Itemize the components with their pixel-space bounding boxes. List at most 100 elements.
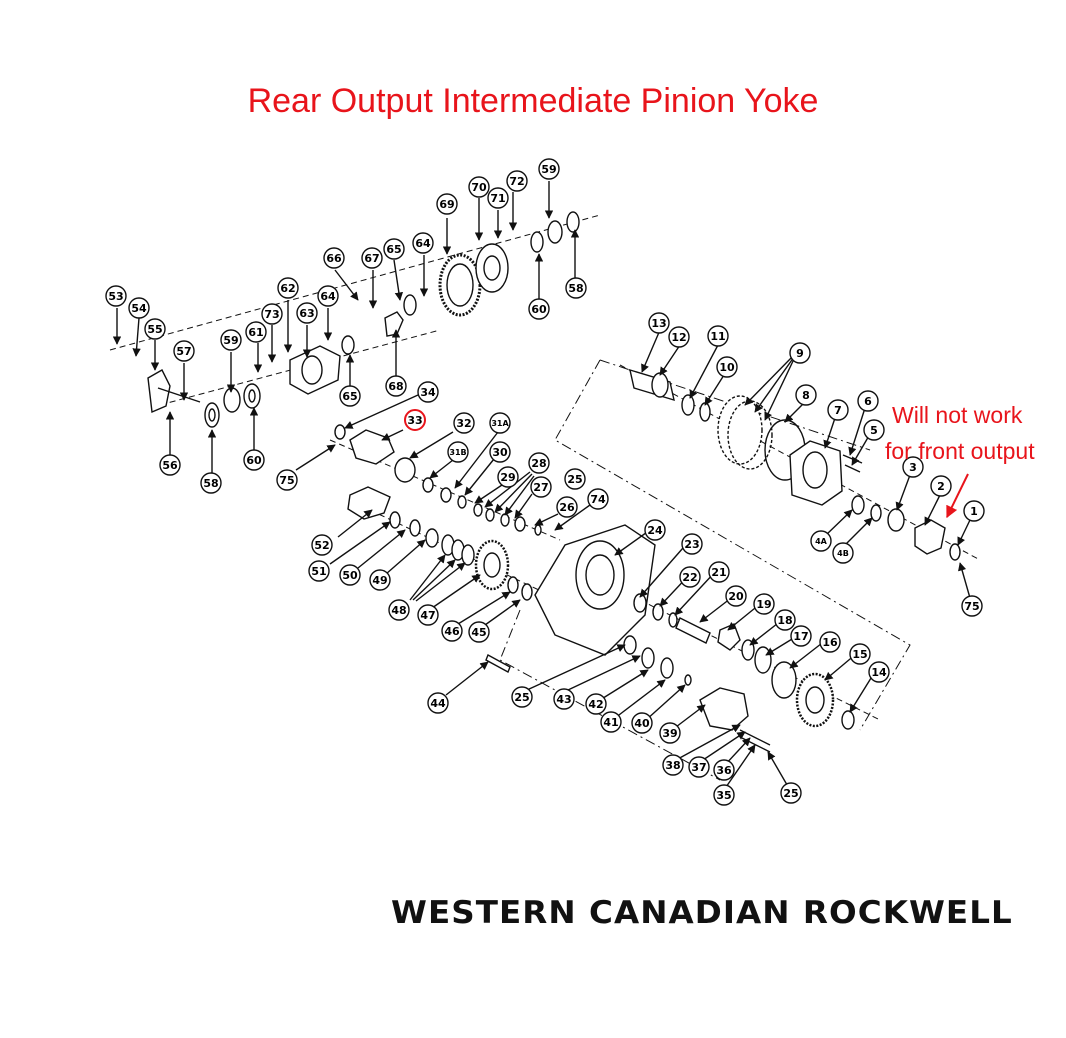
svg-text:18: 18 (777, 614, 792, 627)
callout-27: 27 (530, 476, 552, 498)
svg-text:27: 27 (533, 481, 548, 494)
part-bearing-46-45 (507, 576, 533, 601)
part-washers-31-26 (422, 477, 542, 536)
callout-6: 6 (857, 390, 879, 412)
page-title: Rear Output Intermediate Pinion Yoke (247, 82, 819, 120)
svg-text:61: 61 (248, 326, 263, 339)
svg-text:5: 5 (870, 424, 878, 437)
svg-text:60: 60 (246, 454, 262, 467)
svg-text:44: 44 (430, 697, 446, 710)
callout-12: 12 (668, 326, 690, 348)
part-gear-16 (771, 661, 797, 699)
callout-64b: 64 (412, 232, 434, 254)
callout-31a: 31A (489, 412, 511, 434)
svg-text:54: 54 (131, 302, 147, 315)
svg-text:28: 28 (531, 457, 546, 470)
part-bearing-60b (530, 231, 544, 253)
svg-text:75: 75 (964, 600, 979, 613)
callout-58b: 58 (565, 277, 587, 299)
leader-lines (112, 181, 971, 791)
svg-text:53: 53 (108, 290, 123, 303)
callout-60: 60 (243, 449, 265, 471)
part-gear-15 (795, 672, 835, 728)
part-seal-58b (566, 211, 580, 233)
part-bearing-11 (681, 394, 695, 416)
svg-text:73: 73 (264, 308, 279, 321)
part-housing-24 (534, 524, 656, 656)
part-parts-23-20 (633, 593, 711, 644)
part-rings-43-40 (623, 635, 692, 686)
part-dowel-44 (485, 654, 511, 673)
svg-text:19: 19 (756, 598, 771, 611)
callout-26: 26 (556, 496, 578, 518)
part-plates-9 (717, 395, 773, 470)
callout-64: 64 (317, 285, 339, 307)
annotation-note-line1: Will not work (892, 402, 1023, 428)
part-gear-47 (474, 539, 510, 591)
callout-1: 1 (963, 500, 985, 522)
svg-text:24: 24 (647, 524, 663, 537)
svg-text:47: 47 (420, 609, 435, 622)
callout-20: 20 (725, 585, 747, 607)
svg-text:43: 43 (556, 693, 571, 706)
svg-text:15: 15 (852, 648, 867, 661)
svg-text:69: 69 (439, 198, 454, 211)
svg-text:41: 41 (603, 716, 618, 729)
callout-22: 22 (679, 566, 701, 588)
callout-42: 42 (585, 693, 607, 715)
callout-13: 13 (648, 312, 670, 334)
part-cover-7 (789, 440, 843, 506)
svg-text:59: 59 (541, 163, 556, 176)
callout-53: 53 (105, 285, 127, 307)
svg-text:13: 13 (651, 317, 666, 330)
callout-73: 73 (261, 303, 283, 325)
callout-54: 54 (128, 297, 150, 319)
callout-62: 62 (277, 277, 299, 299)
svg-text:1: 1 (970, 505, 978, 518)
svg-text:63: 63 (299, 307, 314, 320)
callout-14: 14 (868, 661, 890, 683)
svg-text:68: 68 (388, 380, 403, 393)
callout-51: 51 (308, 560, 330, 582)
part-bearings-4 (851, 495, 882, 522)
svg-text:70: 70 (471, 181, 487, 194)
svg-text:57: 57 (176, 345, 191, 358)
callout-38: 38 (662, 754, 684, 776)
svg-text:36: 36 (716, 764, 732, 777)
svg-text:3: 3 (909, 461, 917, 474)
callout-60b: 60 (528, 298, 550, 320)
part-yoke-2 (914, 519, 946, 555)
svg-text:11: 11 (710, 330, 725, 343)
callout-74b: 25 (511, 686, 533, 708)
callout-57: 57 (173, 340, 195, 362)
callout-74c: 25 (780, 782, 802, 804)
callout-40: 40 (631, 712, 653, 734)
svg-text:65: 65 (342, 390, 357, 403)
callout-25: 74 (587, 488, 609, 510)
svg-text:45: 45 (471, 626, 486, 639)
callout-74a: 25 (564, 468, 586, 490)
annotation-note-line2: for front output (885, 438, 1035, 464)
part-yoke-52 (347, 486, 391, 520)
callout-11: 11 (707, 325, 729, 347)
part-ring-59 (223, 387, 241, 413)
svg-text:58: 58 (568, 282, 583, 295)
svg-text:72: 72 (509, 175, 524, 188)
callout-circles: 53 54 55 57 5 6 59 58 60 61 73 62 63 64 6… (105, 158, 985, 806)
part-lever-55 (147, 369, 201, 414)
callout-69: 69 (436, 193, 458, 215)
part-shaft-51-49 (389, 511, 439, 548)
svg-text:71: 71 (490, 192, 505, 205)
callout-45: 45 (468, 621, 490, 643)
svg-text:66: 66 (326, 252, 342, 265)
svg-text:2: 2 (937, 480, 945, 493)
svg-text:33: 33 (407, 414, 422, 427)
part-sleeve-18-17 (741, 639, 772, 674)
svg-text:32: 32 (456, 417, 471, 430)
part-ring-10 (699, 402, 711, 422)
svg-text:55: 55 (147, 323, 162, 336)
part-spider-68 (384, 311, 404, 337)
part-rings-48 (441, 534, 475, 566)
callout-75b: 75 (961, 595, 983, 617)
